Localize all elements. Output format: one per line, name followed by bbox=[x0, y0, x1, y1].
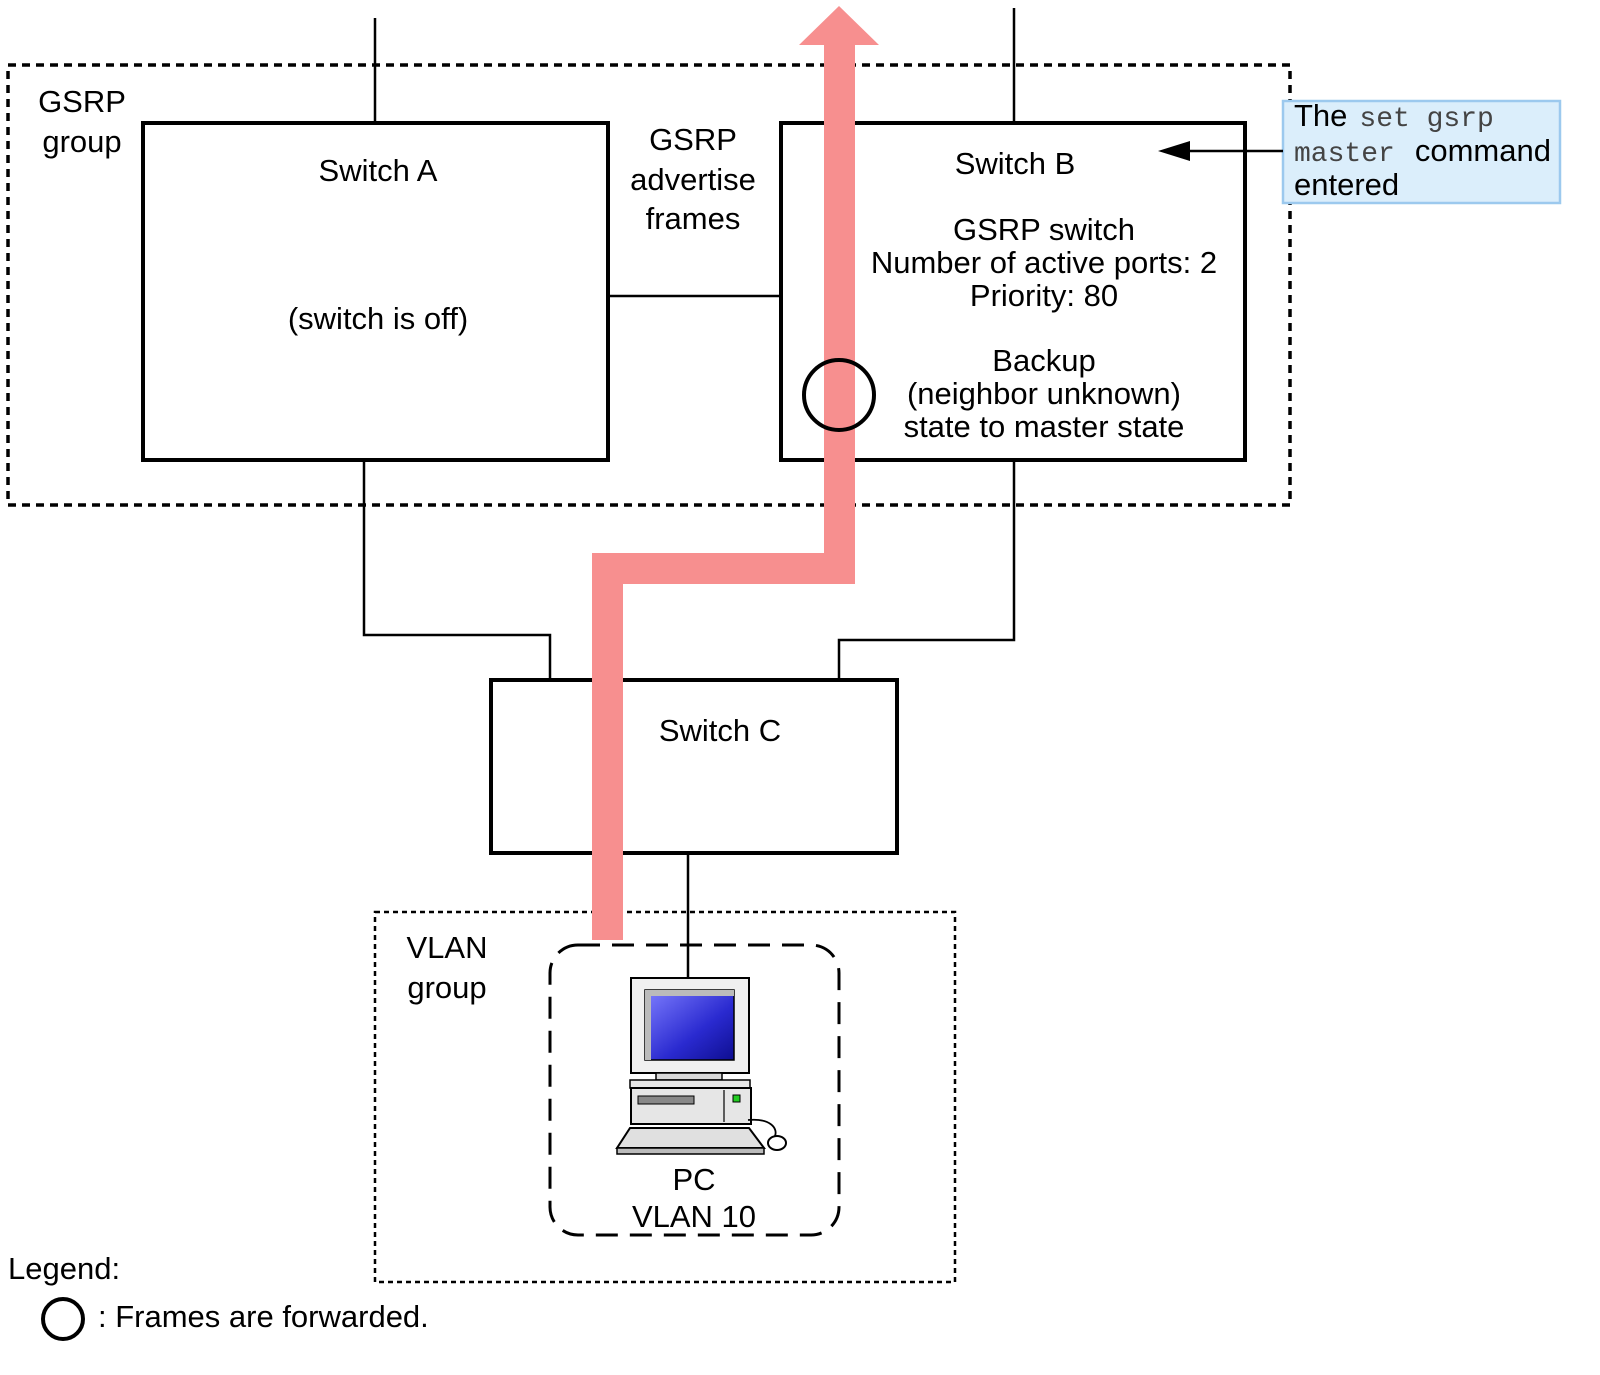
callout-entered: entered bbox=[1294, 167, 1399, 202]
callout-arrow-head bbox=[1158, 141, 1190, 161]
switch-c-title: Switch C bbox=[659, 713, 781, 748]
callout-the: The bbox=[1294, 98, 1347, 133]
computer-icon bbox=[615, 977, 787, 1155]
callout-cmd-1: set gsrp bbox=[1359, 104, 1493, 135]
switch-b-role: GSRP switch bbox=[953, 212, 1135, 247]
gsrp-group-boundary bbox=[6, 63, 1292, 507]
switch-a-title: Switch A bbox=[319, 153, 438, 188]
link-a-to-c bbox=[362, 460, 552, 680]
vlan-group-label-2: group bbox=[407, 970, 486, 1005]
advertise-label-3: frames bbox=[646, 201, 741, 236]
switch-b-state-3: state to master state bbox=[904, 409, 1185, 444]
vlan-group-label-1: VLAN bbox=[407, 930, 488, 965]
advertise-label-2: advertise bbox=[630, 162, 756, 197]
callout-cmd-2: master bbox=[1294, 139, 1395, 170]
switch-b-title: Switch B bbox=[955, 146, 1076, 181]
forwarding-path bbox=[592, 6, 879, 940]
pc-area bbox=[548, 943, 841, 1237]
callout-line-1: The set gsrp bbox=[1294, 98, 1494, 135]
switch-b-priority: Priority: 80 bbox=[970, 278, 1118, 313]
callout-command-word: command bbox=[1415, 133, 1551, 168]
legend-circle-icon bbox=[41, 1297, 85, 1341]
switch-b-box bbox=[779, 121, 1247, 462]
switch-b-active-ports: Number of active ports: 2 bbox=[871, 245, 1217, 280]
pc-vlan-label: VLAN 10 bbox=[632, 1199, 756, 1234]
switch-a-box bbox=[141, 121, 610, 462]
switch-b-state-1: Backup bbox=[992, 343, 1095, 378]
pc-label: PC bbox=[672, 1162, 715, 1197]
callout-line-2: master command bbox=[1294, 133, 1551, 170]
advertise-label-1: GSRP bbox=[649, 122, 737, 157]
switch-c-box bbox=[489, 678, 899, 855]
legend-item-text: : Frames are forwarded. bbox=[98, 1299, 429, 1334]
forwarding-circle-icon bbox=[802, 358, 876, 432]
legend-title: Legend: bbox=[8, 1251, 120, 1286]
switch-a-status: (switch is off) bbox=[288, 301, 468, 336]
gsrp-group-label-2: group bbox=[42, 124, 121, 159]
gsrp-group-label-1: GSRP bbox=[38, 84, 126, 119]
switch-b-state-2: (neighbor unknown) bbox=[907, 376, 1181, 411]
link-b-to-c bbox=[837, 460, 1016, 680]
vlan-group-boundary bbox=[373, 910, 957, 1284]
